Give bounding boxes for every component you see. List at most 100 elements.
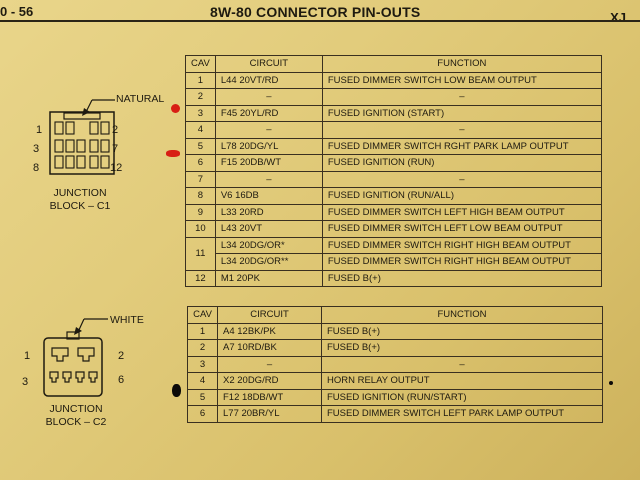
function-cell: –	[321, 355, 603, 373]
cav-cell: 3	[185, 104, 216, 122]
circuit-cell: A4 12BK/PK	[217, 322, 322, 340]
function-cell: FUSED DIMMER SWITCH RIGHT HIGH BEAM OUTP…	[321, 236, 602, 254]
connector2-name-line2: BLOCK – C2	[45, 416, 107, 428]
column-header-circuit: CIRCUIT	[214, 55, 323, 73]
connector2-pin-label: 1	[24, 350, 31, 362]
red-marker-dot	[171, 104, 180, 113]
model-code: XJ	[610, 10, 626, 25]
function-cell: FUSED B(+)	[321, 269, 602, 287]
function-cell: HORN RELAY OUTPUT	[321, 372, 603, 390]
cav-cell: 10	[185, 220, 216, 238]
cav-cell: 2	[185, 88, 216, 106]
circuit-cell: –	[214, 170, 323, 188]
cav-cell: 6	[185, 154, 216, 172]
circuit-cell: F12 18DB/WT	[217, 388, 322, 406]
table-row: L34 20DG/OR**FUSED DIMMER SWITCH RIGHT H…	[186, 253, 602, 271]
connector1-pin-label: 3	[33, 143, 40, 155]
circuit-cell: A7 10RD/BK	[217, 339, 322, 357]
circuit-cell: L44 20VT/RD	[214, 71, 323, 89]
connector1-color-label: NATURAL	[116, 93, 165, 105]
cav-cell: 4	[187, 372, 218, 390]
circuit-cell: L77 20BR/YL	[217, 405, 322, 423]
table-row: 3––	[187, 355, 603, 373]
function-cell: FUSED DIMMER SWITCH LOW BEAM OUTPUT	[321, 71, 602, 89]
circuit-cell: X2 20DG/RD	[217, 372, 322, 390]
circuit-cell: –	[217, 355, 322, 373]
connector2-pin-label: 2	[118, 350, 125, 362]
circuit-cell: L43 20VT	[214, 220, 323, 238]
page-number: 0 - 56	[0, 4, 34, 19]
circuit-cell: L34 20DG/OR**	[214, 253, 323, 271]
cav-cell: 3	[187, 355, 218, 373]
function-cell: –	[321, 121, 602, 139]
connector2-name-line1: JUNCTION	[49, 403, 103, 415]
cav-cell: 7	[185, 170, 216, 188]
red-marker-dash	[166, 150, 180, 157]
cav-cell: 1	[187, 322, 218, 340]
page-title: 8W-80 CONNECTOR PIN-OUTS	[210, 4, 421, 20]
cav-cell: 5	[185, 137, 216, 155]
table-header-row: CAV CIRCUIT FUNCTION	[187, 306, 603, 324]
connector1-name-line2: BLOCK – C1	[49, 200, 111, 212]
cav-cell: 5	[187, 388, 218, 406]
header-rule	[0, 20, 640, 22]
function-cell: FUSED DIMMER SWITCH LEFT LOW BEAM OUTPUT	[321, 220, 602, 238]
black-marker-dot	[172, 384, 181, 397]
function-cell: FUSED IGNITION (RUN/ALL)	[321, 187, 602, 205]
function-cell: FUSED B(+)	[321, 339, 603, 357]
circuit-cell: V6 16DB	[214, 187, 323, 205]
connector2-diagram	[43, 318, 108, 397]
function-cell: FUSED DIMMER SWITCH RIGHT HIGH BEAM OUTP…	[321, 253, 602, 271]
connector2-color-label: WHITE	[110, 314, 144, 326]
circuit-cell: L78 20DG/YL	[214, 137, 323, 155]
cav-cell: 2	[187, 339, 218, 357]
function-cell: –	[321, 170, 602, 188]
circuit-cell: L33 20RD	[214, 203, 323, 221]
connector1-diagram	[49, 99, 115, 175]
function-cell: FUSED IGNITION (RUN/START)	[321, 388, 603, 406]
function-cell: –	[321, 88, 602, 106]
circuit-cell: F15 20DB/WT	[214, 154, 323, 172]
cav-cell: 11	[185, 236, 216, 271]
column-header-function: FUNCTION	[321, 306, 603, 324]
column-header-circuit: CIRCUIT	[217, 306, 322, 324]
function-cell: FUSED DIMMER SWITCH RGHT PARK LAMP OUTPU…	[321, 137, 602, 155]
cav-cell: 8	[185, 187, 216, 205]
connector1-pin-label: 8	[33, 162, 40, 174]
connector2-name: JUNCTION BLOCK – C2	[36, 403, 116, 429]
cav-cell: 4	[185, 121, 216, 139]
table-row: 7––	[185, 170, 602, 188]
connector1-pin-label: 7	[112, 143, 119, 155]
circuit-cell: M1 20PK	[214, 269, 323, 287]
connector2-pin-label: 6	[118, 374, 125, 386]
table-row: 4––	[185, 121, 602, 139]
circuit-cell: F45 20YL/RD	[214, 104, 323, 122]
function-cell: FUSED DIMMER SWITCH LEFT HIGH BEAM OUTPU…	[321, 203, 602, 221]
connector1-pin-label: 2	[112, 124, 119, 136]
function-cell: FUSED B(+)	[321, 322, 603, 340]
connector1-pin-label: 12	[110, 162, 123, 174]
connector1-pin-label: 1	[36, 124, 43, 136]
column-header-function: FUNCTION	[321, 55, 602, 73]
connector1-name: JUNCTION BLOCK – C1	[40, 187, 120, 213]
cav-cell: 1	[185, 71, 216, 89]
circuit-cell: L34 20DG/OR*	[214, 236, 323, 254]
cav-cell: 12	[185, 269, 216, 287]
column-header-cav: CAV	[185, 55, 216, 73]
function-cell: FUSED IGNITION (START)	[321, 104, 602, 122]
